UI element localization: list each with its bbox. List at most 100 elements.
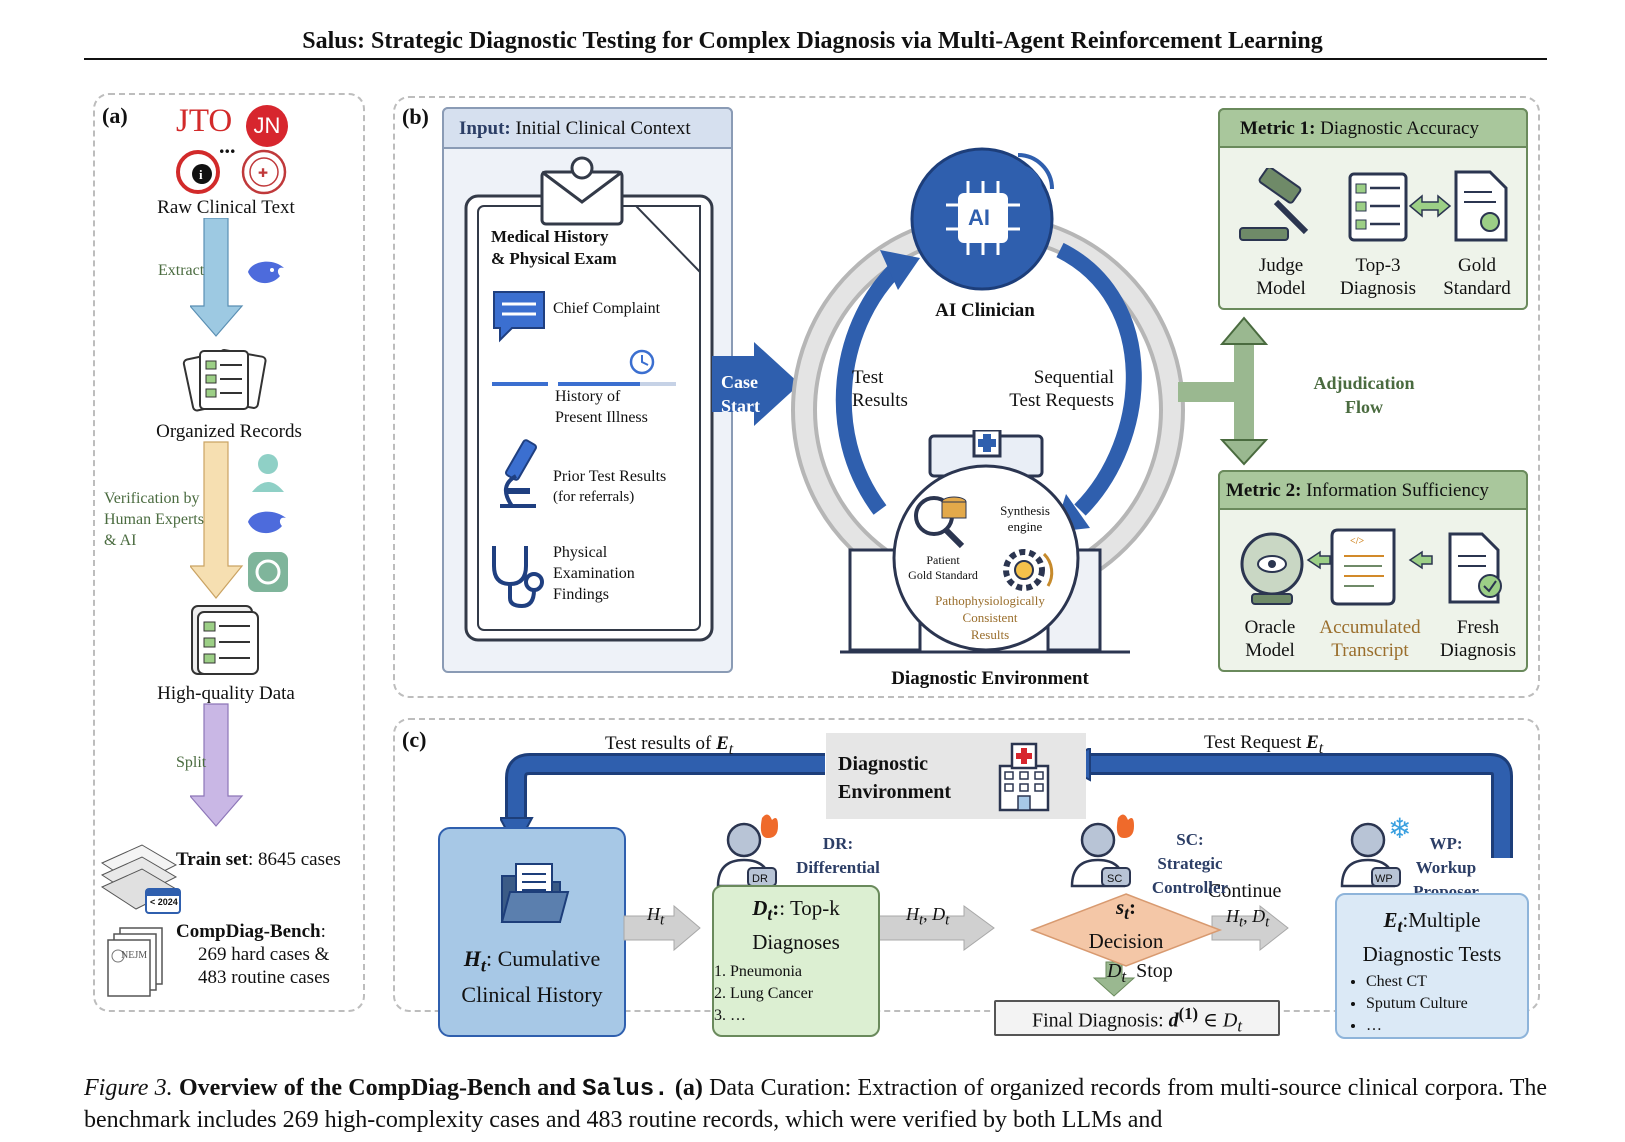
final-diagnosis-box [994,1000,1280,1036]
ai-chip-label: AI [968,205,990,230]
input-card-title: Input: Initial Clinical Context [459,118,691,139]
jto-logo: JTO [176,103,233,139]
adjudication-arrow [1178,316,1269,466]
svg-text:i: i [199,167,203,182]
panel-b [393,96,1540,698]
extract-label: Extract [158,262,205,279]
paper-header-title: Salus: Strategic Diagnostic Testing for … [302,28,1323,54]
diagnosis-item: Pneumonia [730,961,813,983]
figure-number: Figure 3. [84,1075,173,1101]
panel-c [393,718,1540,1012]
svg-text:</>: </> [1350,536,1364,547]
date-badge: < 2024 [150,897,178,907]
sc-badge: SC [1107,873,1123,885]
train-set-count: : 8645 cases [247,849,341,870]
compdiag-bench-label: CompDiag-Bench [176,921,321,942]
panel-c-label: (c) [402,727,427,752]
accumulated-transcript-icon: </> [1306,528,1433,606]
test-results-of-label: Test results of Et [605,733,734,758]
train-set-text: Train set: 8645 cases [176,848,341,871]
arrow-label-ht-dt-2: Ht, Dt [1226,906,1270,931]
ai-chip-icon [910,147,1054,291]
nejm-mark: NEJM [121,950,148,961]
wp-badge: WP [1375,873,1393,885]
case-start-arrow [712,342,800,426]
metric1-title: Metric 1: Diagnostic Accuracy [1240,118,1479,139]
split-label: Split [176,754,207,771]
hospital-building-icon [840,430,1130,654]
hospital-icon [998,742,1050,812]
verifier-icons [248,454,288,592]
differential-diagnoses-box [712,885,880,1037]
high-quality-data-label: High-quality Data [157,683,295,704]
multiple-tests-box [1335,893,1529,1039]
dt-stop-label: Dt Stop [1107,960,1173,986]
more-sources-ellipsis: ... [219,133,236,158]
dr-badge: DR [752,873,768,885]
svg-text:✚: ✚ [258,166,268,180]
oracle-crystal-ball-icon [1240,532,1304,605]
caption-title: Overview of the CompDiag-Bench and [178,1075,576,1101]
gold-standard-icon [1454,170,1508,242]
top3-list-icon [1348,172,1452,242]
organized-records-label: Organized Records [156,421,302,442]
topk-diagnoses-label: Dt:: Top-k Diagnoses [752,896,840,955]
caption-part-a-label: (a) [674,1075,703,1101]
test-item: Sputum Culture [1366,993,1468,1015]
flow-arrows [623,904,1289,997]
continue-label: Continue [1208,880,1282,902]
caption-text: Data Curation: Extraction of organized r… [84,1075,1548,1133]
decision-label: st: Decision [1088,895,1164,954]
panel-a [93,93,365,1012]
metric2-header [1218,470,1528,510]
arrow-label-ht: Ht [647,904,665,929]
header-rule [84,58,1547,60]
ai-clinician-label: AI Clinician [935,300,1035,321]
dr-agent-avatar-icon [716,814,778,888]
high-quality-data-icon [191,605,259,675]
stethoscope-icon [492,546,544,609]
synthesis-gear-icon [1003,549,1054,591]
diagnosis-item: … [730,1005,813,1027]
bench-hard-cases: 269 hard cases & [198,944,330,966]
whale-icon [248,261,284,284]
patient-data-icon [914,496,967,549]
input-card-header [442,107,733,149]
decision-diamond [1029,893,1223,967]
wp-agent-avatar-icon: ❄ [1340,814,1411,888]
test-item: Chest CT [1366,971,1468,993]
prior-test-results-label: Prior Test Results(for referrals) [553,468,667,505]
cumulative-history-box [438,827,626,1037]
final-diagnosis-label: Final Diagnosis: d(1) ∈ Dt [1032,1004,1242,1036]
train-set-label: Train set [176,849,248,870]
bench-routine-cases: 483 routine cases [198,967,330,989]
test-item: … [1366,1015,1468,1037]
raw-clinical-text-label: Raw Clinical Text [157,197,295,218]
train-set-stack-icon [100,844,181,914]
tests-list: Chest CT Sputum Culture … [1330,971,1468,1037]
panel-a-arrows [190,218,244,827]
organized-records-icon [182,349,267,412]
arrow-label-ht-dt: Ht, Dt [906,904,950,929]
compdiag-bench-docs-icon [107,927,163,997]
test-request-label: Test Request Et [1204,732,1324,757]
fresh-diagnosis-icon [1448,532,1502,604]
panel-a-label: (a) [102,103,128,128]
jn-logo: JN [246,105,288,147]
judge-gavel-icon [1239,168,1309,241]
